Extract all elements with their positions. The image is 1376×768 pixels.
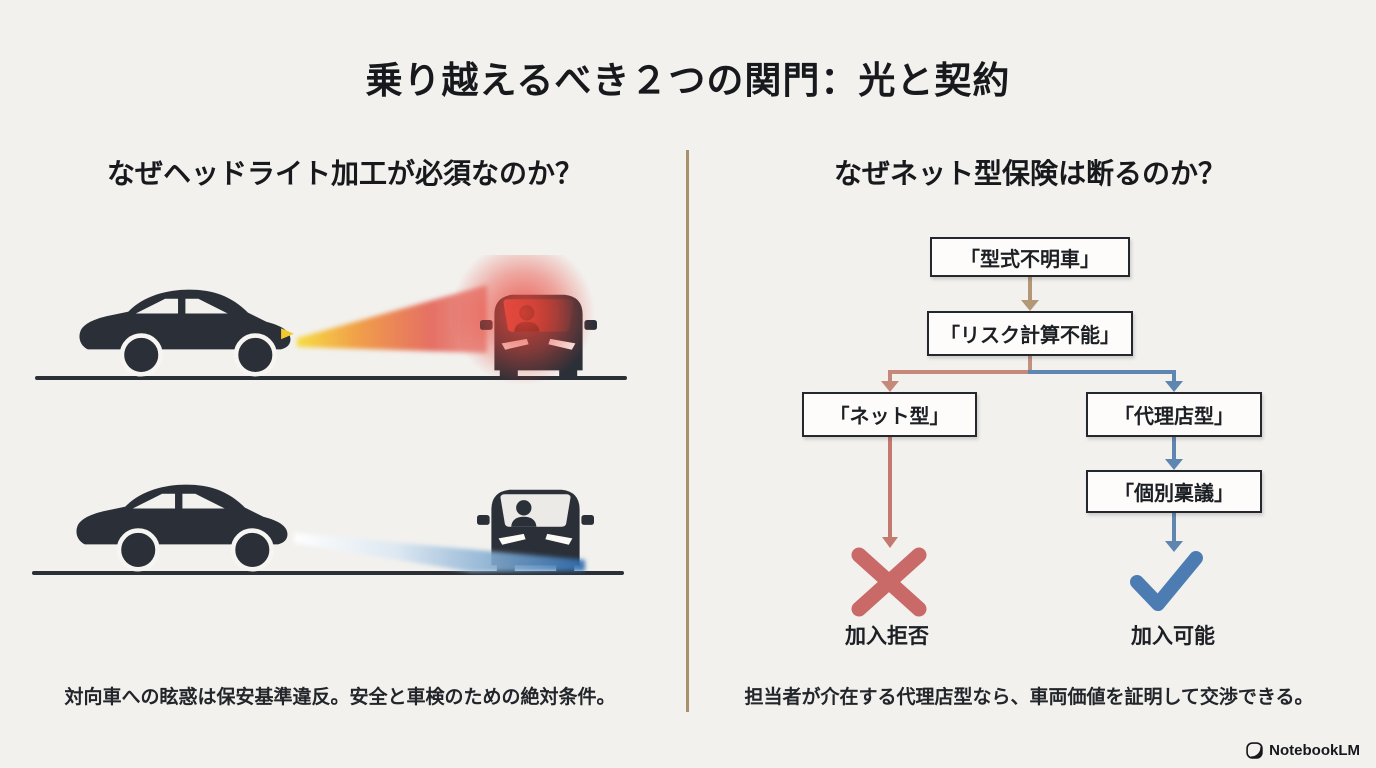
panel-divider xyxy=(686,150,689,712)
left-panel-caption: 対向車への眩惑は保安基準違反。安全と車検のための絶対条件。 xyxy=(64,687,616,708)
proper-beam-scene-illustration xyxy=(32,484,624,575)
flow-node-agency-type: 「代理店型」 xyxy=(1086,392,1262,437)
blue-arrow-approval xyxy=(1165,437,1183,470)
road-line xyxy=(32,571,624,575)
oncoming-car-silhouette xyxy=(477,489,594,572)
outcome-rejected-label: 加入拒否 xyxy=(845,625,929,648)
flow-node-net-type: 「ネット型」 xyxy=(802,392,977,437)
sedan-silhouette xyxy=(76,484,288,572)
road-line xyxy=(35,376,627,380)
notebooklm-brand-label: NotebookLM xyxy=(1269,742,1360,759)
low-beam xyxy=(294,533,585,572)
red-drop-arrow xyxy=(882,437,898,548)
headlight-glow xyxy=(281,328,294,340)
sedan-silhouette xyxy=(79,289,294,377)
notebooklm-brand: NotebookLM xyxy=(1245,741,1360,760)
flowchart-connectors xyxy=(851,277,1203,617)
tan-arrow xyxy=(1021,277,1039,311)
salmon-branch-arrow xyxy=(881,370,1030,392)
driver-silhouette xyxy=(511,500,537,527)
right-panel-caption: 担当者が介在する代理店型なら、車両価値を証明して交渉できる。 xyxy=(744,687,1314,708)
glare-glow xyxy=(451,255,595,385)
flow-node-individual-approval: 「個別稟議」 xyxy=(1086,470,1262,513)
check-mark xyxy=(1130,551,1203,611)
blue-drop-arrow xyxy=(1165,513,1183,552)
cross-mark xyxy=(851,547,927,617)
blue-branch-arrow xyxy=(1028,370,1183,392)
flow-node-unknown-model: 「型式不明車」 xyxy=(930,237,1130,277)
notebooklm-logo-icon xyxy=(1246,742,1263,759)
right-panel-heading: なぜネット型保険は断るのか？ xyxy=(833,158,1226,189)
left-panel-heading: なぜヘッドライト加工が必須なのか？ xyxy=(106,158,583,189)
glare-scene-illustration xyxy=(35,255,627,385)
flow-node-risk-incalculable: 「リスク計算不能」 xyxy=(927,311,1133,356)
outcome-accepted-label: 加入可能 xyxy=(1131,625,1215,648)
page-title: 乗り越えるべき２つの関門：光と契約 xyxy=(365,60,1011,101)
glare-beam xyxy=(297,285,487,353)
